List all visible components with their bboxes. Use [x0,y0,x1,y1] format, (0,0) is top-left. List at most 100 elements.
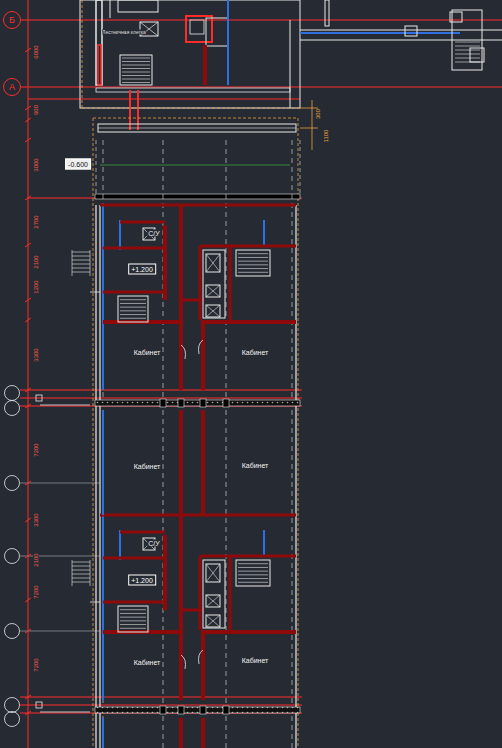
dimension-tick [25,695,31,699]
canopy [98,124,296,132]
dimension-tick [25,118,31,122]
stair-step [122,82,150,83]
stair-step [455,42,480,43]
window-line [102,410,104,515]
detail-marker [36,395,42,401]
plan-line [40,405,90,406]
stair-step [238,272,268,273]
stair-step [120,628,146,629]
boundary-line [93,118,298,119]
stair-step [122,79,150,80]
stair-step [120,318,146,319]
door-swing [181,345,186,359]
stair-step [238,582,268,583]
wall [201,320,205,390]
dimension-line [312,100,313,150]
dimension-tick [25,48,31,52]
wall [200,245,296,248]
plan-line [300,30,502,31]
stair-step [238,563,268,564]
wall [103,557,165,560]
stair-step [120,299,146,300]
column [160,399,166,407]
plan-rect [186,16,212,42]
plan-rect [206,18,228,46]
plan-line [206,564,220,582]
level-mark: +1.200 [128,264,156,275]
stair-step [120,303,146,304]
wall [295,205,296,748]
column-axis [292,140,293,748]
dimension-tick [25,243,31,247]
dimension-tick [25,481,31,485]
dimension-text: 2100 [33,552,39,567]
dimension-tick [25,138,31,142]
plan-line [206,615,220,627]
level-line [100,165,290,166]
stair-step [238,261,268,262]
window-line [102,718,104,748]
dimension-tick [25,598,31,602]
elevator [206,595,220,607]
elevator [206,305,220,317]
plan-rect [325,0,329,26]
wall [120,221,165,224]
stair-step [455,54,480,55]
stair-step [122,58,150,59]
stair-step [120,310,146,311]
plan-rect [118,0,158,12]
stair-step [238,257,268,258]
plan-line [90,250,91,276]
dimension-text: 3300 [33,512,39,527]
wall [199,246,202,320]
plan-rect [120,55,152,85]
dimension-text: 1200 [33,279,39,294]
stair-step [72,574,90,575]
stair-step [72,578,90,579]
plan-line [206,305,220,317]
dimension-text: 7200 [33,584,39,599]
window-line [300,32,460,34]
stair [236,560,270,586]
plan-line [206,595,220,607]
axis-bubble [5,476,20,491]
level-mark: -0.600 [65,159,91,170]
dimension-tick [25,388,31,392]
grid-line [28,99,300,100]
stair-step [122,68,150,69]
dimension-tick [25,629,31,633]
plan-line [72,560,73,586]
room-name: С/У [147,230,160,237]
dimension-tick [25,318,31,322]
stair [118,296,148,322]
stair-step [72,582,90,583]
stair-step [122,72,150,73]
grid-line [28,0,29,748]
room-name: Кабинет [133,349,162,356]
wall [100,514,296,517]
stair-step [120,609,146,610]
dimension-tick [25,196,31,200]
column [200,399,206,407]
room-name: Кабинет [241,657,270,664]
plan-line [206,285,220,297]
plan-line [206,595,220,607]
stair-step [238,574,268,575]
stair-step [72,566,90,567]
stair-step [238,264,268,265]
door-swing [181,655,186,669]
axis-bubble: Б [3,11,21,29]
column-axis [103,140,104,748]
dimension-text: 600 [33,104,39,116]
elevator-shaft [203,250,225,318]
stair-step [122,61,150,62]
dimension-text: 2100 [33,254,39,269]
dimension-text: 3000 [33,157,39,172]
wall [163,535,167,610]
plan-line [206,254,220,272]
boundary-line [298,118,299,748]
room-name: Кабинет [241,462,270,469]
building-outline [80,0,300,108]
wall [181,609,203,612]
